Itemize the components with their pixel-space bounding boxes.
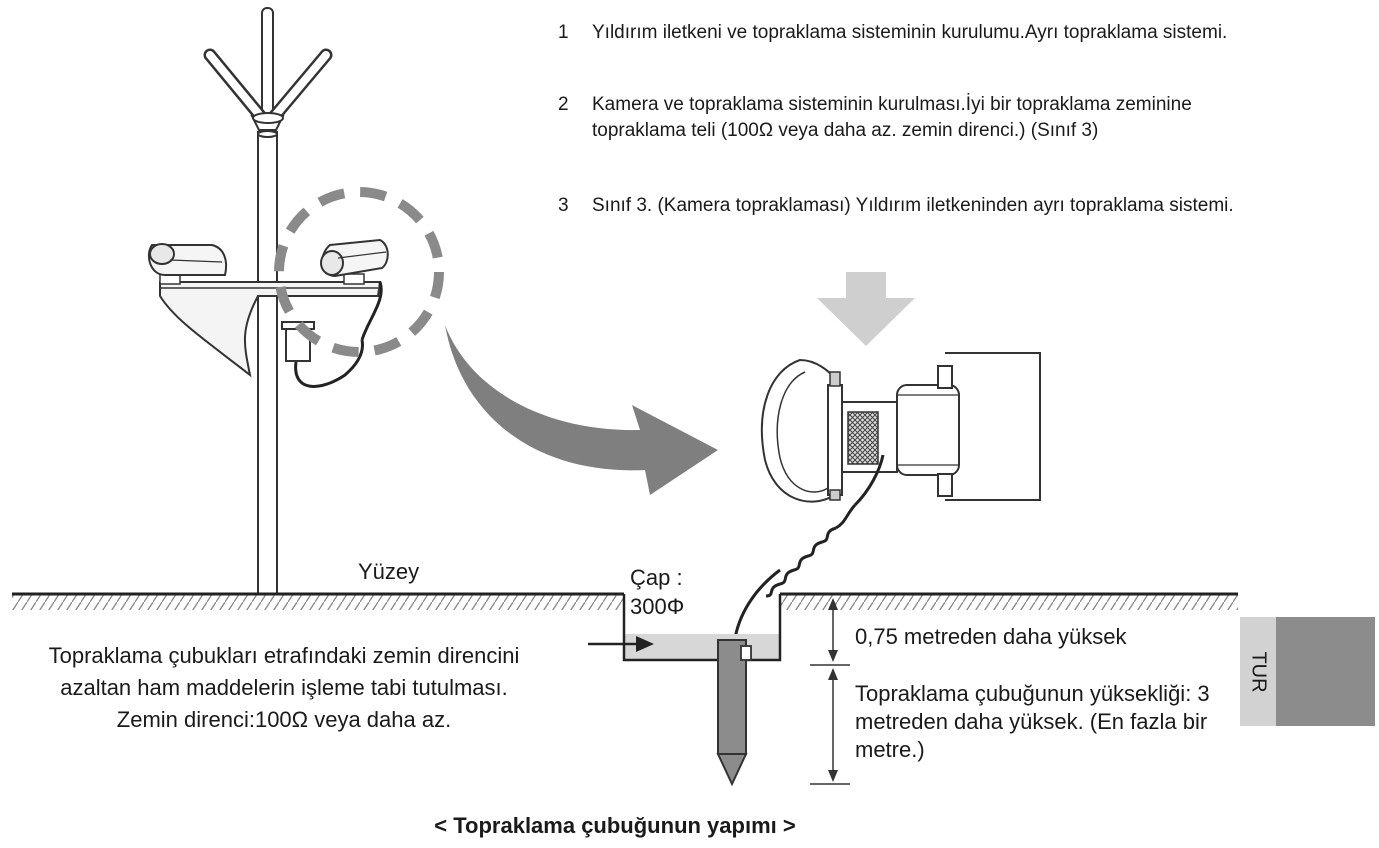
diameter-value: 300Φ — [630, 594, 685, 619]
ground-pit — [622, 594, 782, 662]
down-arrow-icon — [817, 272, 915, 346]
surface-label: Yüzey — [358, 559, 420, 584]
ground-wire — [732, 503, 857, 646]
step-number: 3 — [558, 195, 569, 216]
depth-label: 0,75 metreden daha yüksek — [855, 624, 1127, 649]
highlight-circle — [274, 187, 444, 357]
cctv-camera-icon — [320, 238, 389, 341]
camera-detail — [761, 352, 1041, 507]
dimension-lines — [810, 598, 850, 785]
ground-surface — [12, 592, 1238, 610]
treatment-note: Topraklama çubukları etrafındaki zemin d… — [20, 640, 548, 736]
language-tab: TUR — [1240, 617, 1276, 726]
language-tag-text: TUR — [1247, 650, 1270, 693]
pole — [257, 130, 278, 595]
language-tab-block — [1276, 617, 1375, 726]
diameter-label: Çap : — [630, 565, 683, 590]
pointer-arrow-icon — [588, 636, 654, 652]
rod-height-label: Topraklama çubuğunun yüksekliği: 3 metre… — [855, 681, 1210, 762]
diagram-caption: < Topraklama çubuğunun yapımı > — [434, 813, 796, 838]
step-number: 2 — [558, 94, 569, 115]
cctv-camera-icon — [147, 243, 228, 276]
resistance-text: Zemin direnci:100Ω veya daha az. — [116, 707, 452, 732]
camera-bracket — [159, 273, 382, 378]
step-text: Kamera ve topraklama sisteminin kurulmas… — [592, 94, 1192, 141]
zoom-arrow-icon — [445, 325, 718, 495]
treatment-text: Topraklama çubukları etrafındaki zemin d… — [48, 643, 520, 700]
step-number: 1 — [558, 22, 569, 43]
step-text: Sınıf 3. (Kamera topraklaması) Yıldırım … — [592, 195, 1234, 216]
ground-rod-icon — [716, 639, 752, 787]
lightning-rod-icon — [203, 7, 333, 131]
step-text: Yıldırım iletkeni ve topraklama sistemin… — [592, 22, 1228, 43]
